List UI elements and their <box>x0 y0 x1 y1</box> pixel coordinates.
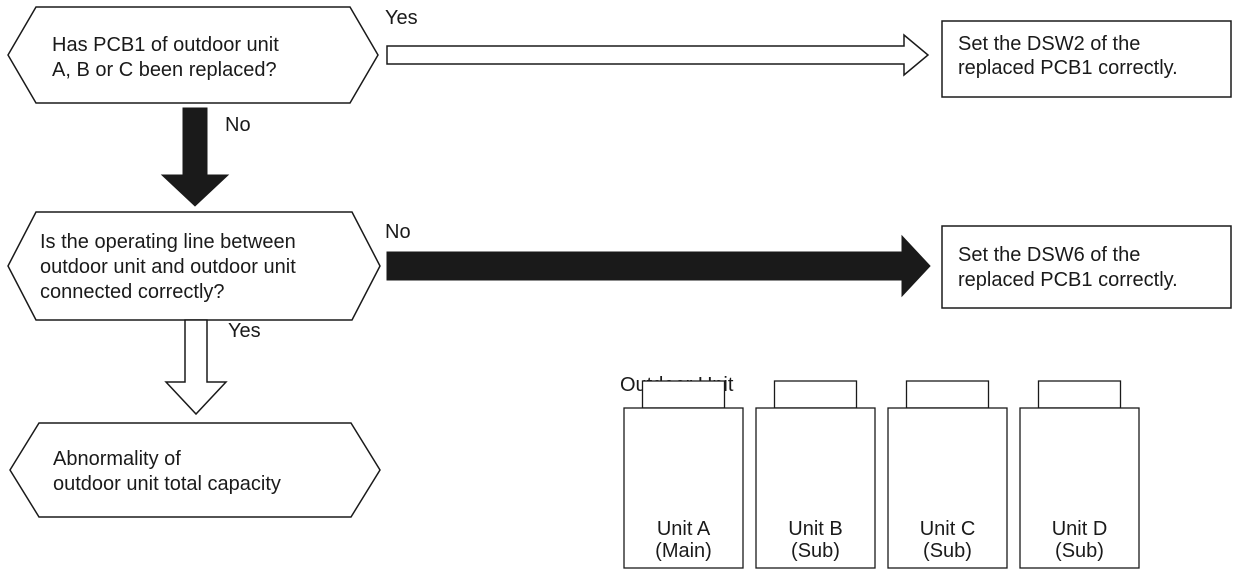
unit-a-body <box>623 407 744 569</box>
result-shape <box>9 422 381 518</box>
action-2-line1: Set the DSW6 of the <box>958 244 1140 266</box>
action-1-shape <box>941 20 1232 98</box>
no-arrow-to-dsw6 <box>386 234 931 298</box>
unit-c-role: (Sub) <box>923 540 972 562</box>
decision-2-shape <box>7 211 381 321</box>
action-1-line1: Set the DSW2 of the <box>958 33 1140 55</box>
unit-d-role: (Sub) <box>1055 540 1104 562</box>
result-line1: Abnormality of <box>53 448 181 470</box>
outdoor-units: Unit A(Main)Unit B(Sub)Unit C(Sub)Unit D… <box>623 380 1140 569</box>
decision-1-no-label: No <box>225 114 251 136</box>
unit-d-name: Unit D <box>1052 518 1108 540</box>
no-arrow-down <box>160 107 230 207</box>
decision-1-shape <box>7 6 379 104</box>
unit-c-top-cap <box>905 380 990 409</box>
decision-2-line3: connected correctly? <box>40 281 225 303</box>
unit-a-role: (Main) <box>655 540 712 562</box>
unit-d-body <box>1019 407 1140 569</box>
decision-2: Is the operating line between outdoor un… <box>7 211 381 321</box>
unit-c-name: Unit C <box>920 518 976 540</box>
decision-1: Has PCB1 of outdoor unit A, B or C been … <box>7 6 379 104</box>
action-2-line2: replaced PCB1 correctly. <box>958 269 1178 291</box>
outdoor-unit-d: Unit D(Sub) <box>1019 380 1140 569</box>
unit-b-role: (Sub) <box>791 540 840 562</box>
yes-arrow-to-dsw2 <box>386 33 930 77</box>
decision-2-line2: outdoor unit and outdoor unit <box>40 256 296 278</box>
unit-b-body <box>755 407 876 569</box>
outdoor-unit-a: Unit A(Main) <box>623 380 744 569</box>
unit-a-top-cap <box>641 380 726 409</box>
action-1-line2: replaced PCB1 correctly. <box>958 57 1178 79</box>
decision-1-line1: Has PCB1 of outdoor unit <box>52 34 279 56</box>
decision-2-yes-label: Yes <box>228 320 261 342</box>
unit-d-top-cap <box>1037 380 1122 409</box>
yes-arrow-down <box>164 319 228 416</box>
result-line2: outdoor unit total capacity <box>53 473 281 495</box>
decision-1-line2: A, B or C been replaced? <box>52 59 277 81</box>
decision-1-yes-label: Yes <box>385 7 418 29</box>
action-1-box: Set the DSW2 of the replaced PCB1 correc… <box>941 20 1232 98</box>
outdoor-unit-b: Unit B(Sub) <box>755 380 876 569</box>
outdoor-unit-c: Unit C(Sub) <box>887 380 1008 569</box>
decision-2-no-label: No <box>385 221 411 243</box>
unit-c-body <box>887 407 1008 569</box>
unit-b-top-cap <box>773 380 858 409</box>
action-2-shape <box>941 225 1232 309</box>
unit-b-name: Unit B <box>788 518 842 540</box>
unit-a-name: Unit A <box>657 518 711 540</box>
action-2-box: Set the DSW6 of the replaced PCB1 correc… <box>941 225 1232 309</box>
decision-2-line1: Is the operating line between <box>40 231 296 253</box>
result-node: Abnormality of outdoor unit total capaci… <box>9 422 381 518</box>
